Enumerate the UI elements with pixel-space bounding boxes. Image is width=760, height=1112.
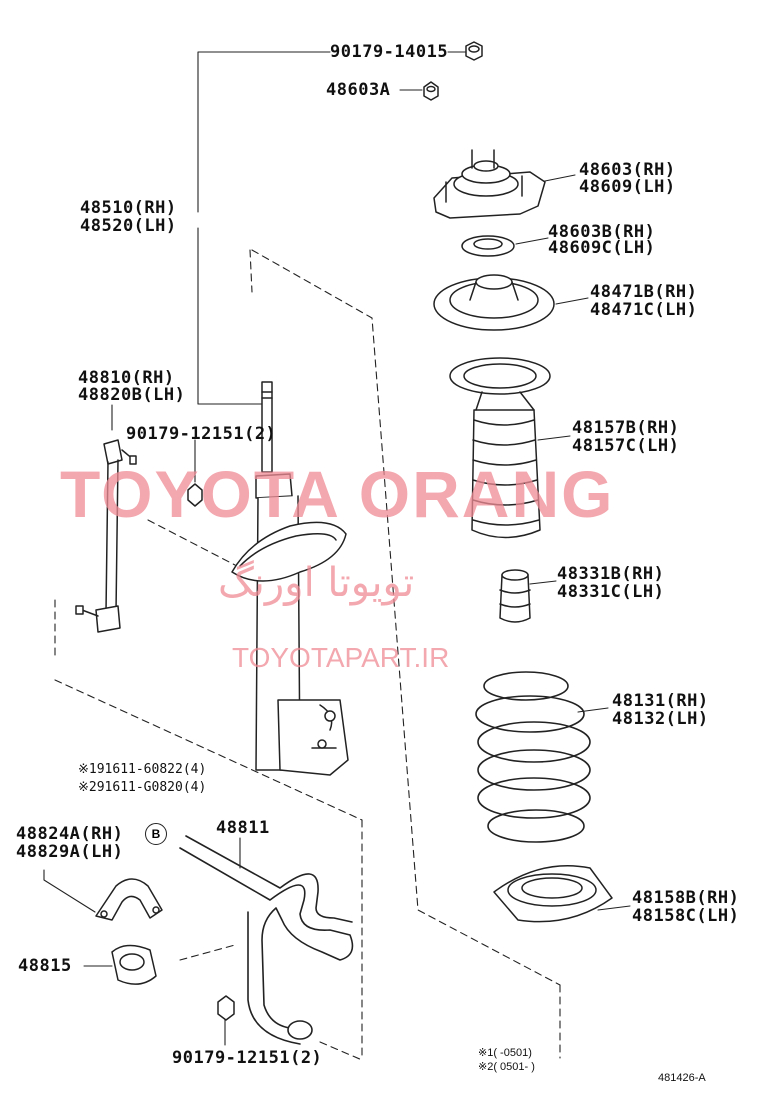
part-label-48471b-rh: 48471B(RH) (590, 282, 698, 302)
coil-spring-48131 (475, 671, 591, 843)
bearing-48603b (461, 235, 515, 257)
part-label-48609c-lh: 48609C(LH) (548, 238, 656, 258)
reference-badge-b: B (145, 823, 167, 845)
bushing-bracket-48824a (95, 878, 163, 921)
nut-48603a (423, 81, 439, 101)
part-label-48471c-lh: 48471C(LH) (590, 300, 698, 320)
part-label-48158c-lh: 48158C(LH) (632, 906, 740, 926)
part-label-48820b-lh: 48820B(LH) (78, 385, 186, 405)
bump-stopper-48331b (499, 569, 531, 623)
range-note-1: ※1( -0501) (478, 1047, 532, 1059)
part-label-90179-14015: 90179-14015 (330, 42, 449, 62)
part-label-48603-rh: 48603(RH) (579, 160, 676, 180)
part-label-48331b-rh: 48331B(RH) (557, 564, 665, 584)
bolt-note-2: ※291611-G0820(4) (78, 780, 207, 795)
part-label-48510-rh: 48510(RH) (80, 198, 177, 218)
top-nut-90179-14015 (465, 41, 483, 61)
spring-upper-seat-48471b (433, 274, 555, 331)
link-nut-90179-12151 (187, 483, 203, 507)
part-label-48810-rh: 48810(RH) (78, 368, 175, 388)
stabilizer-link-48810 (75, 439, 137, 633)
part-label-48157c-lh: 48157C(LH) (572, 436, 680, 456)
assembly-dash-outline (54, 249, 561, 1061)
stabilizer-bar-48811 (179, 835, 354, 1045)
dust-boot-48157b (449, 357, 551, 539)
part-label-48824a-rh: 48824A(RH) (16, 824, 124, 844)
part-label-48520-lh: 48520(LH) (80, 216, 177, 236)
bar-nut-90179-12151 (217, 995, 235, 1021)
part-label-48157b-rh: 48157B(RH) (572, 418, 680, 438)
part-label-48603b-rh: 48603B(RH) (548, 222, 656, 242)
bolt-note-1: ※191611-60822(4) (78, 762, 207, 777)
watermark-site: TOYOTAPART.IR (232, 642, 450, 673)
watermark-brand: TOYOTA ORANG (60, 457, 615, 531)
part-label-90179-12151-bar: 90179-12151(2) (172, 1048, 323, 1068)
leader-lines (43, 51, 631, 1046)
part-label-48603a: 48603A (326, 80, 391, 100)
range-note-2: ※2( 0501- ) (478, 1061, 535, 1073)
lower-insulator-48158b (493, 865, 613, 923)
part-label-48331c-lh: 48331C(LH) (557, 582, 665, 602)
part-label-48609-lh: 48609(LH) (579, 177, 676, 197)
part-label-48829a-lh: 48829A(LH) (16, 842, 124, 862)
part-label-48815: 48815 (18, 956, 72, 976)
part-label-90179-12151-link: 90179-12151(2) (126, 424, 277, 444)
part-label-48811: 48811 (216, 818, 270, 838)
shock-absorber-48510 (231, 381, 349, 776)
upper-support-48603 (433, 149, 546, 219)
bushing-48815 (111, 944, 157, 985)
part-label-48158b-rh: 48158B(RH) (632, 888, 740, 908)
figure-code: 481426-A (658, 1072, 706, 1084)
watermark-persian: تویوتا اورنگ (218, 560, 415, 606)
part-label-48132-lh: 48132(LH) (612, 709, 709, 729)
part-label-48131-rh: 48131(RH) (612, 691, 709, 711)
